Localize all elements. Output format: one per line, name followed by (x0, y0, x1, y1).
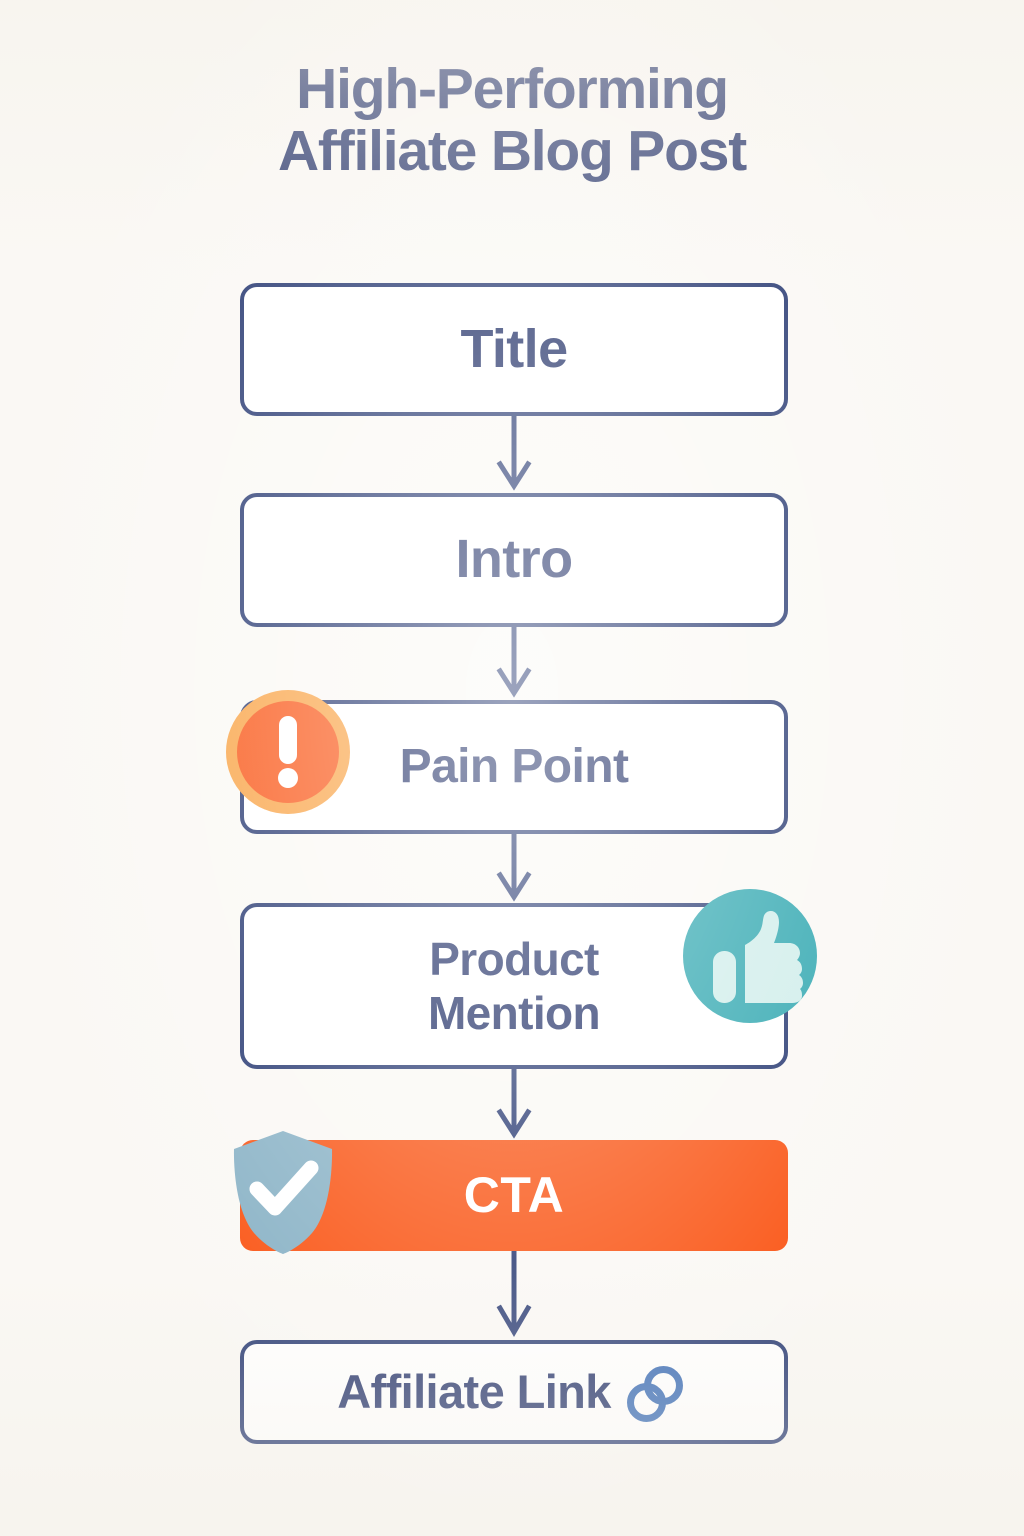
arrow-down-icon-cta-to-affiliate-link (494, 1250, 534, 1341)
flow-node-title[interactable]: Title (240, 283, 788, 416)
shield-check-icon (228, 1129, 338, 1256)
alert-exclamation-icon (224, 688, 352, 816)
arrow-down-icon-intro-to-pain-point (494, 627, 534, 701)
arrow-down-icon-product-to-cta (494, 1068, 534, 1141)
flow-node-intro-label: Intro (455, 529, 574, 590)
arrow-down-icon-pain-point-to-product (494, 833, 534, 904)
chain-link-icon (619, 1358, 691, 1430)
flow-node-pain-point-label: Pain Point (399, 739, 629, 793)
flow-node-product-mention-line-2: Mention (427, 987, 601, 1039)
page-title-line-2: Affiliate Blog Post (277, 119, 747, 184)
thumbs-up-icon (683, 889, 817, 1023)
arrow-down-icon-title-to-intro (494, 416, 534, 494)
flow-node-product-mention-line-1: Product (429, 932, 599, 985)
affiliate-link-row: Affiliate Link (337, 1354, 691, 1430)
flow-node-product-mention-label: Product Mention (427, 932, 601, 1041)
flow-node-cta-label: CTA (463, 1167, 565, 1223)
flow-node-intro[interactable]: Intro (240, 493, 788, 627)
flow-node-affiliate-link-label: Affiliate Link (337, 1365, 611, 1419)
flow-node-title-label: Title (460, 318, 568, 379)
flow-node-affiliate-link[interactable]: Affiliate Link (240, 1340, 788, 1444)
page-title-line-1: High-Performing (296, 57, 729, 121)
page-title: High-Performing Affiliate Blog Post (0, 58, 1024, 182)
